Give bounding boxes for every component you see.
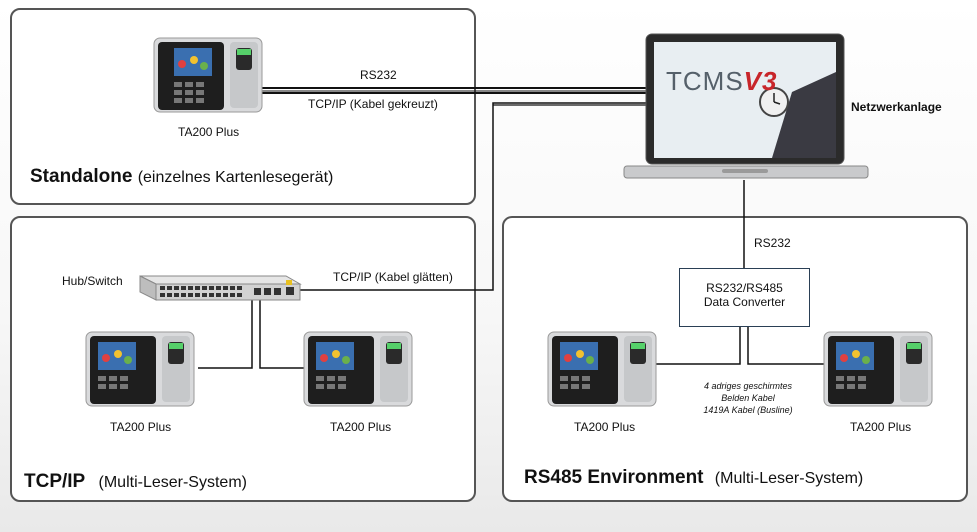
laptop: TCMSV3	[622, 32, 870, 182]
ta200-device-icon	[823, 331, 933, 407]
rs485-link-label: RS232	[754, 236, 791, 250]
device-label-tcpip-1: TA200 Plus	[110, 420, 172, 434]
ta200-device-rs485-2	[822, 330, 934, 408]
rs485-title-rest: (Multi-Leser-System)	[714, 470, 864, 487]
cable-description: 4 adriges geschirmtes Belden Kabel 1419A…	[688, 380, 808, 416]
cable-line2: Belden Kabel	[721, 393, 775, 403]
rs485-title: RS485 Environment (Multi-Leser-System)	[524, 467, 863, 489]
standalone-link-top: RS232	[360, 68, 397, 82]
hub-switch	[136, 272, 302, 302]
ta200-device-icon	[303, 331, 413, 407]
ta200-device-icon	[85, 331, 195, 407]
converter-line2: Data Converter	[703, 295, 786, 309]
standalone-title: Standalone (einzelnes Kartenlesegerät)	[30, 166, 333, 188]
ta200-device-standalone	[152, 36, 264, 114]
ta200-device-tcpip-1	[84, 330, 196, 408]
ta200-device-icon	[153, 37, 263, 113]
standalone-title-rest: (einzelnes Kartenlesegerät)	[137, 169, 334, 186]
standalone-title-bold: Standalone	[30, 166, 133, 187]
laptop-icon	[623, 33, 869, 179]
ta200-device-rs485-1	[546, 330, 658, 408]
data-converter-box: RS232/RS485 Data Converter	[679, 268, 810, 327]
ta200-device-tcpip-2	[302, 330, 414, 408]
standalone-link-bottom: TCP/IP (Kabel gekreuzt)	[308, 97, 438, 111]
tcpip-title-rest: (Multi-Leser-System)	[98, 474, 247, 491]
device-label-tcpip-2: TA200 Plus	[330, 420, 392, 434]
device-label-rs485-2: TA200 Plus	[850, 420, 912, 434]
tcpip-title: TCP/IP (Multi-Leser-System)	[24, 471, 247, 493]
tcpip-link-label: TCP/IP (Kabel glätten)	[333, 270, 453, 284]
cable-line1: 4 adriges geschirmtes	[703, 381, 793, 391]
converter-line1: RS232/RS485	[706, 281, 783, 295]
device-label-rs485-1: TA200 Plus	[574, 420, 636, 434]
tcms-logo-version: V3	[743, 66, 778, 96]
device-label-standalone: TA200 Plus	[178, 125, 240, 139]
ta200-device-icon	[547, 331, 657, 407]
cable-line3: 1419A Kabel (Busline)	[703, 405, 793, 415]
rs485-title-bold: RS485 Environment	[524, 467, 704, 488]
tcms-logo: TCMSV3	[666, 66, 777, 97]
switch-icon	[139, 275, 302, 301]
tcms-logo-text: TCMS	[666, 66, 744, 96]
laptop-label: Netzwerkanlage	[851, 100, 942, 114]
hub-label: Hub/Switch	[62, 274, 123, 288]
tcpip-title-bold: TCP/IP	[24, 471, 86, 492]
